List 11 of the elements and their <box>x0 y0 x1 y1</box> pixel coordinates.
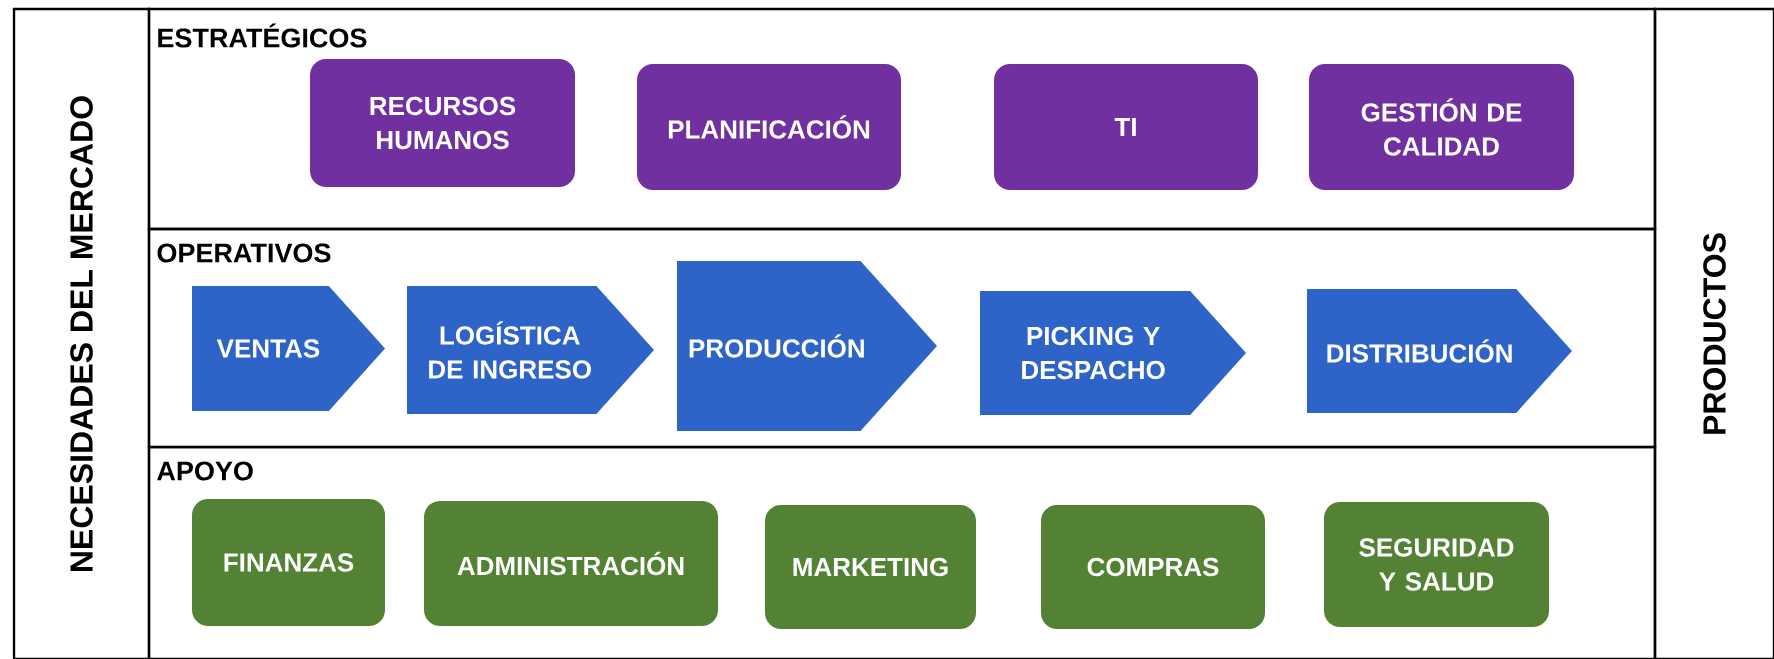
column-cell: PRODUCTOS <box>1653 7 1774 659</box>
process-box: PLANIFICACIÓN <box>637 64 901 190</box>
process-box: RECURSOS HUMANOS <box>310 59 575 187</box>
process-box: COMPRAS <box>1041 505 1265 629</box>
column-cell: NECESIDADES DEL MERCADO <box>12 7 151 659</box>
process-box: ADMINISTRACIÓN <box>424 501 718 626</box>
process-box: SEGURIDAD Y SALUD <box>1324 502 1549 627</box>
process-box: TI <box>994 64 1258 190</box>
process-box: GESTIÓN DE CALIDAD <box>1309 64 1574 190</box>
process-box: FINANZAS <box>192 499 385 626</box>
process-box: MARKETING <box>765 505 976 629</box>
